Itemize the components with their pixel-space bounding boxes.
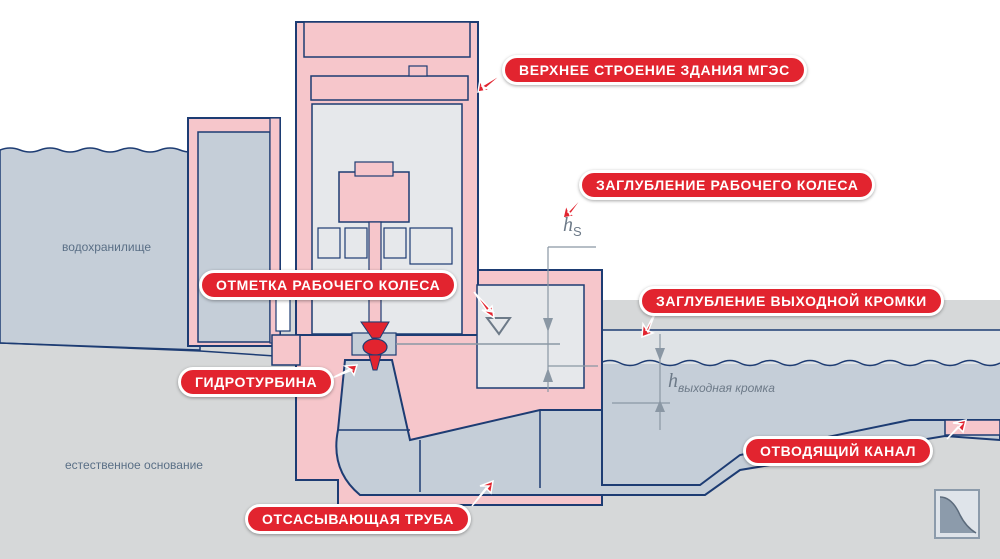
- gate-rack: [275, 294, 291, 332]
- hs-letter: h: [563, 214, 573, 236]
- callout-draft-tube: ОТСАСЫВАЮЩАЯ ТРУБА: [245, 504, 471, 534]
- callout-runner-depth: ЗАГЛУБЛЕНИЕ РАБОЧЕГО КОЛЕСА: [579, 170, 876, 200]
- foundation-label: естественное основание: [65, 458, 203, 472]
- gallery: [476, 284, 585, 389]
- callout-arrows: [331, 71, 968, 507]
- callout-outlet-depth: ЗАГЛУБЛЕНИЕ ВЫХОДНОЙ КРОМКИ: [639, 286, 944, 316]
- hs-subscript: S: [573, 224, 582, 239]
- callout-tailrace: ОТВОДЯЩИЙ КАНАЛ: [743, 436, 934, 466]
- hout-symbol: hвыходная кромка: [668, 370, 775, 395]
- hs-symbol: hS: [563, 214, 582, 239]
- reservoir-label: водохранилище: [62, 240, 151, 254]
- tailwater: [600, 362, 1000, 485]
- level-mark: [485, 317, 512, 336]
- logo-curve-icon: [939, 496, 977, 534]
- turbine-runner: [360, 321, 390, 339]
- hout-subscript: выходная кромка: [678, 381, 775, 395]
- callout-runner-mark: ОТМЕТКА РАБОЧЕГО КОЛЕСА: [199, 270, 458, 300]
- callout-turbine: ГИДРОТУРБИНА: [178, 367, 335, 397]
- callout-superstructure: ВЕРХНЕЕ СТРОЕНИЕ ЗДАНИЯ МГЭС: [502, 55, 807, 85]
- generator: [338, 171, 410, 223]
- draft-tube-channel: [335, 359, 1000, 496]
- tailwater-surface: [600, 330, 1000, 364]
- hout-letter: h: [668, 370, 678, 392]
- foundation-line: [0, 342, 276, 357]
- reservoir-water: [0, 147, 201, 351]
- logo: [934, 489, 980, 539]
